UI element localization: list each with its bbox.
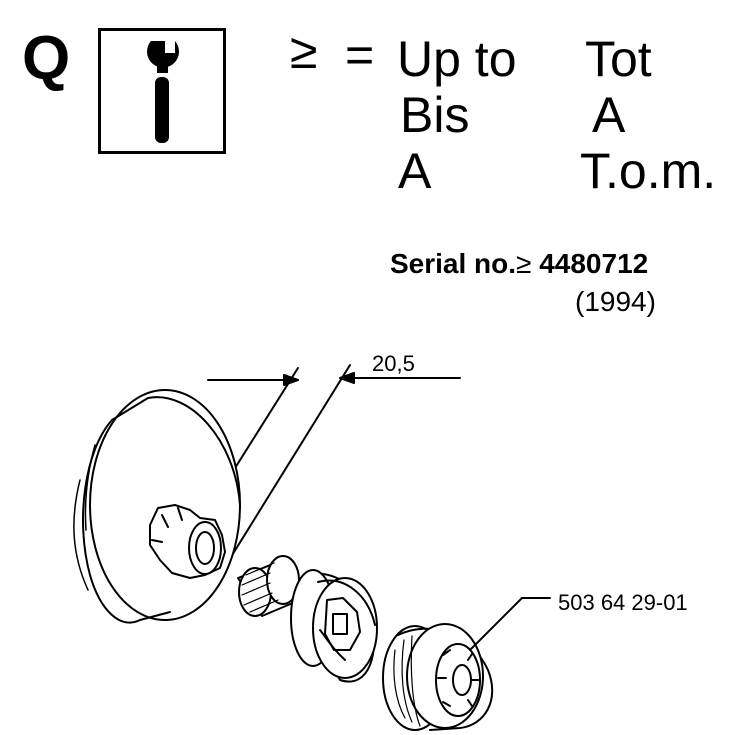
clutch-drum [73, 389, 241, 624]
tool-symbol-box [98, 28, 226, 154]
serial-year: (1994) [575, 286, 656, 317]
legend-nl: T.o.m. [580, 143, 717, 199]
legend-it: A [592, 87, 626, 143]
legend-en: Up to [397, 31, 517, 87]
legend-fr: A [398, 143, 432, 199]
wrench-icon [147, 41, 179, 143]
legend-de: Bis [400, 87, 470, 143]
part-leader [469, 597, 551, 651]
wrench-head [147, 41, 179, 68]
wrench-handle [155, 77, 169, 143]
symbol-greater-equal: ≥ [290, 23, 318, 79]
serial-label: Serial no. [390, 248, 517, 279]
serial-number: 4480712 [539, 248, 649, 279]
section-letter: Q [22, 24, 71, 93]
rim-sprocket [290, 569, 378, 683]
part-number: 503 64 29-01 [558, 590, 688, 615]
equals-sign: = [345, 27, 375, 83]
dimension-label: 20,5 [372, 351, 415, 376]
legend-sv: Tot [585, 31, 652, 87]
serial-line: Serial no.≥ 4480712 [390, 250, 648, 278]
needle-bearing [237, 555, 301, 617]
sprocket-part [382, 623, 494, 731]
serial-symbol: ≥ [516, 248, 532, 279]
